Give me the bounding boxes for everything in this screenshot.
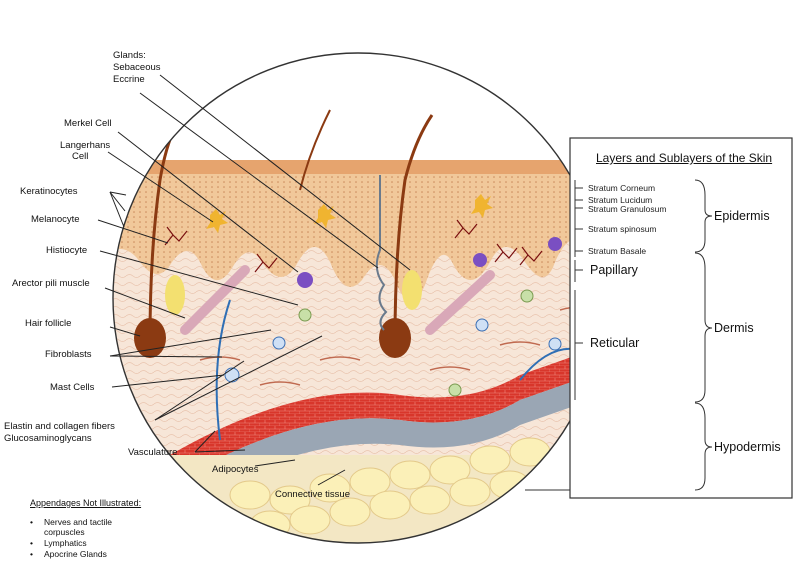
appendages-list: Nerves and tactile corpuscles Lymphatics… [30,517,112,560]
sublayer-stratum-basale: Stratum Basale [588,246,646,256]
label-mast-cells: Mast Cells [50,382,94,393]
sublayer-stratum-spinosum: Stratum spinosum [588,224,657,234]
sublayer-reticular: Reticular [590,336,639,350]
skin-cross-section [100,40,620,565]
appendages-title: Appendages Not Illustrated: [30,498,141,508]
label-melanocyte: Melanocyte [31,214,80,225]
label-glands: Glands: Sebaceous Eccrine [113,50,161,86]
sublayer-stratum-corneum: Stratum Corneum [588,183,655,193]
layers-panel-title: Layers and Sublayers of the Skin [596,151,772,165]
appendage-item: Lymphatics [30,538,112,548]
sebaceous-gland [165,275,185,315]
label-merkel-cell: Merkel Cell [64,118,112,129]
hair-bulb [134,318,166,358]
label-arrector-pili-muscle: Arector pili muscle [12,278,90,289]
label-histiocyte: Histiocyte [46,245,87,256]
label-langerhans-cell: Langerhans Cell [60,140,110,162]
layer-hypodermis: Hypodermis [714,440,794,454]
appendage-item: Apocrine Glands [30,549,112,559]
appendage-item: Nerves and tactile corpuscles [30,517,112,537]
stratum-corneum-band [100,160,620,174]
label-keratinocytes: Keratinocytes [20,186,78,197]
layer-dermis: Dermis [714,321,754,335]
merkel-cell [297,272,313,288]
sublayer-stratum-granulosum: Stratum Granulosum [588,204,666,214]
sublayer-papillary: Papillary [590,263,638,277]
label-elastin-collagen: Elastin and collagen fibers Glucosaminog… [4,421,115,445]
label-adipocytes: Adipocytes [212,464,258,475]
label-hair-follicle: Hair follicle [25,318,71,329]
label-fibroblasts: Fibroblasts [45,349,91,360]
label-vasculature: Vasculature [128,447,177,458]
label-connective-tissue: Connective tissue [275,489,350,500]
layer-epidermis: Epidermis [714,209,770,223]
